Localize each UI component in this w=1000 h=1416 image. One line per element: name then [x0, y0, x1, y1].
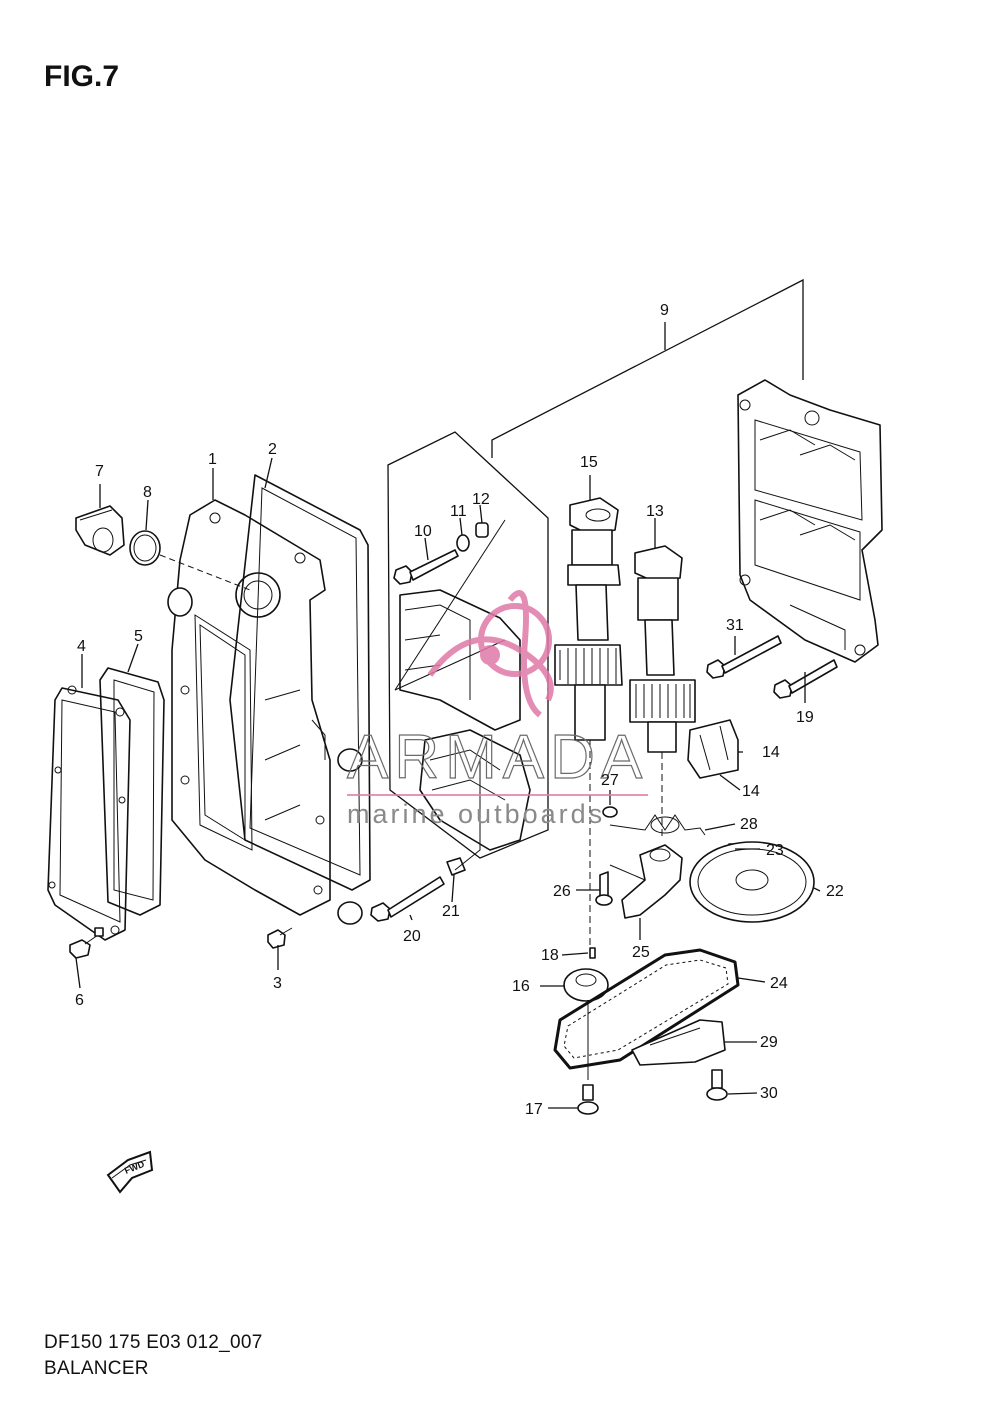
callout-5: 5 [134, 628, 143, 645]
callout-13: 13 [646, 503, 664, 520]
washer-part-27 [602, 806, 618, 818]
callout-22: 22 [826, 883, 844, 900]
callout-6: 6 [75, 992, 84, 1009]
callout-29: 29 [760, 1034, 778, 1051]
bolt-part-17 [577, 1000, 599, 1115]
callout-2: 2 [268, 441, 277, 458]
callout-11: 11 [450, 503, 467, 520]
spring-part-28 [609, 814, 706, 836]
callout-23: 23 [766, 842, 784, 859]
bolt-part-30 [706, 1069, 728, 1101]
balancer-housing-part-9 [737, 379, 883, 663]
callout-18: 18 [541, 947, 559, 964]
plug-parts [337, 748, 481, 925]
chain-part-24 [553, 948, 740, 1070]
leader-lines [75, 457, 821, 1109]
callout-25: 25 [632, 944, 650, 961]
callout-24: 24 [770, 975, 788, 992]
callout-27: 27 [601, 772, 619, 789]
callout-4: 4 [77, 638, 86, 655]
callout-16: 16 [512, 978, 530, 995]
bolt-part-20 [370, 876, 445, 922]
balancer-housing-assembly-box [387, 431, 549, 859]
figure-code: DF150 175 E03 012_007 [44, 1332, 263, 1353]
dowel-part-12 [475, 522, 489, 538]
bolt-part-6 [69, 927, 104, 959]
gasket-part-2 [229, 474, 371, 891]
cover-plate-part-4 [47, 685, 131, 941]
callout-12: 12 [472, 491, 490, 508]
fwd-arrow-icon: FWD [106, 1150, 154, 1194]
balancer-shaft-part-13 [629, 545, 696, 753]
bolt-part-3 [267, 927, 293, 949]
callout-labels: 1 2 3 4 5 6 7 8 9 10 11 12 13 14 14 15 1… [75, 302, 844, 1118]
o-ring-part-8 [129, 530, 161, 566]
callout-14a: 14 [762, 744, 780, 761]
callout-9: 9 [660, 302, 669, 319]
callout-7: 7 [95, 463, 104, 480]
callout-19: 19 [796, 709, 814, 726]
gear-part-22 [689, 841, 815, 923]
balancer-shaft-part-15 [554, 497, 623, 741]
callout-10: 10 [414, 523, 432, 540]
collar-part-21 [446, 857, 466, 876]
callout-31: 31 [726, 617, 744, 634]
callout-26: 26 [553, 883, 571, 900]
gasket-part-5 [99, 667, 165, 916]
callout-21: 21 [442, 903, 460, 920]
callout-14b: 14 [742, 783, 760, 800]
chain-guide-part-29 [631, 1019, 726, 1066]
balancer-case-part-1 [167, 499, 331, 916]
bolt-part-10 [393, 549, 459, 585]
callout-28: 28 [740, 816, 758, 833]
bolt-part-19 [773, 659, 838, 699]
watermark-tagline: marine outboards [347, 799, 605, 829]
figure-title: FIG.7 [44, 60, 120, 93]
sprocket-part-16 [563, 968, 609, 1002]
oil-filler-cap-part-7 [75, 505, 125, 556]
callout-17: 17 [525, 1101, 543, 1118]
callout-15: 15 [580, 454, 598, 471]
figure-name: BALANCER [44, 1358, 149, 1379]
watermark-logo [427, 590, 554, 718]
watermark-brand: ARMADA [347, 723, 648, 792]
callout-20: 20 [403, 928, 421, 945]
key-part-18 [589, 947, 596, 959]
callout-3: 3 [273, 975, 282, 992]
callout-8: 8 [143, 484, 152, 501]
tensioner-arm-part-25 [609, 844, 683, 919]
callout-1: 1 [208, 451, 217, 468]
washer-part-11 [456, 534, 470, 552]
callout-30: 30 [760, 1085, 778, 1102]
bolt-part-26 [595, 871, 613, 906]
bushing-part-14 [687, 719, 739, 779]
bolt-part-31 [706, 635, 782, 679]
